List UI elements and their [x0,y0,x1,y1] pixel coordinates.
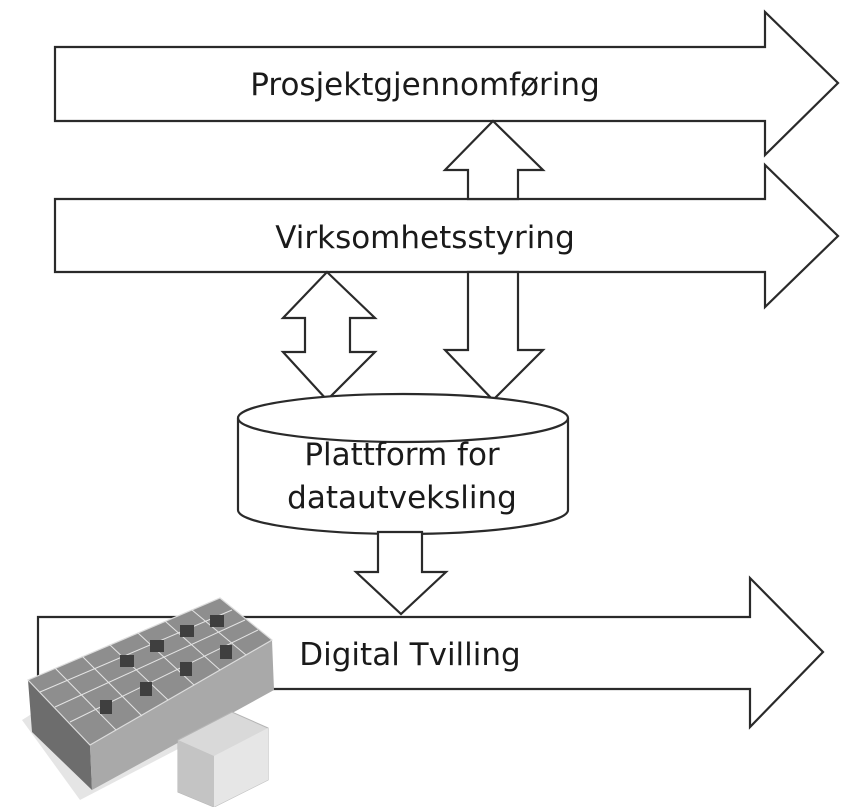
database-cylinder-plattform: Plattform for datautveksling [236,392,570,536]
label-plattform-line1: Plattform for [304,437,500,473]
arrow-virksomhetsstyring: Virksomhetsstyring [53,162,840,310]
building-model-icon [22,597,274,807]
down-arrow-platform-to-tvilling [353,530,449,616]
label-digital-tvilling: Digital Tvilling [299,637,520,673]
double-arrow-platform-to-prosjekt [442,119,546,402]
arrow-prosjektgjennomforing: Prosjektgjennomføring [53,9,840,158]
double-arrow-platform-to-virksomhet [280,270,378,402]
label-plattform-line2: datautveksling [287,480,517,516]
label-prosjektgjennomforing: Prosjektgjennomføring [250,67,600,103]
label-virksomhetsstyring: Virksomhetsstyring [275,220,575,256]
